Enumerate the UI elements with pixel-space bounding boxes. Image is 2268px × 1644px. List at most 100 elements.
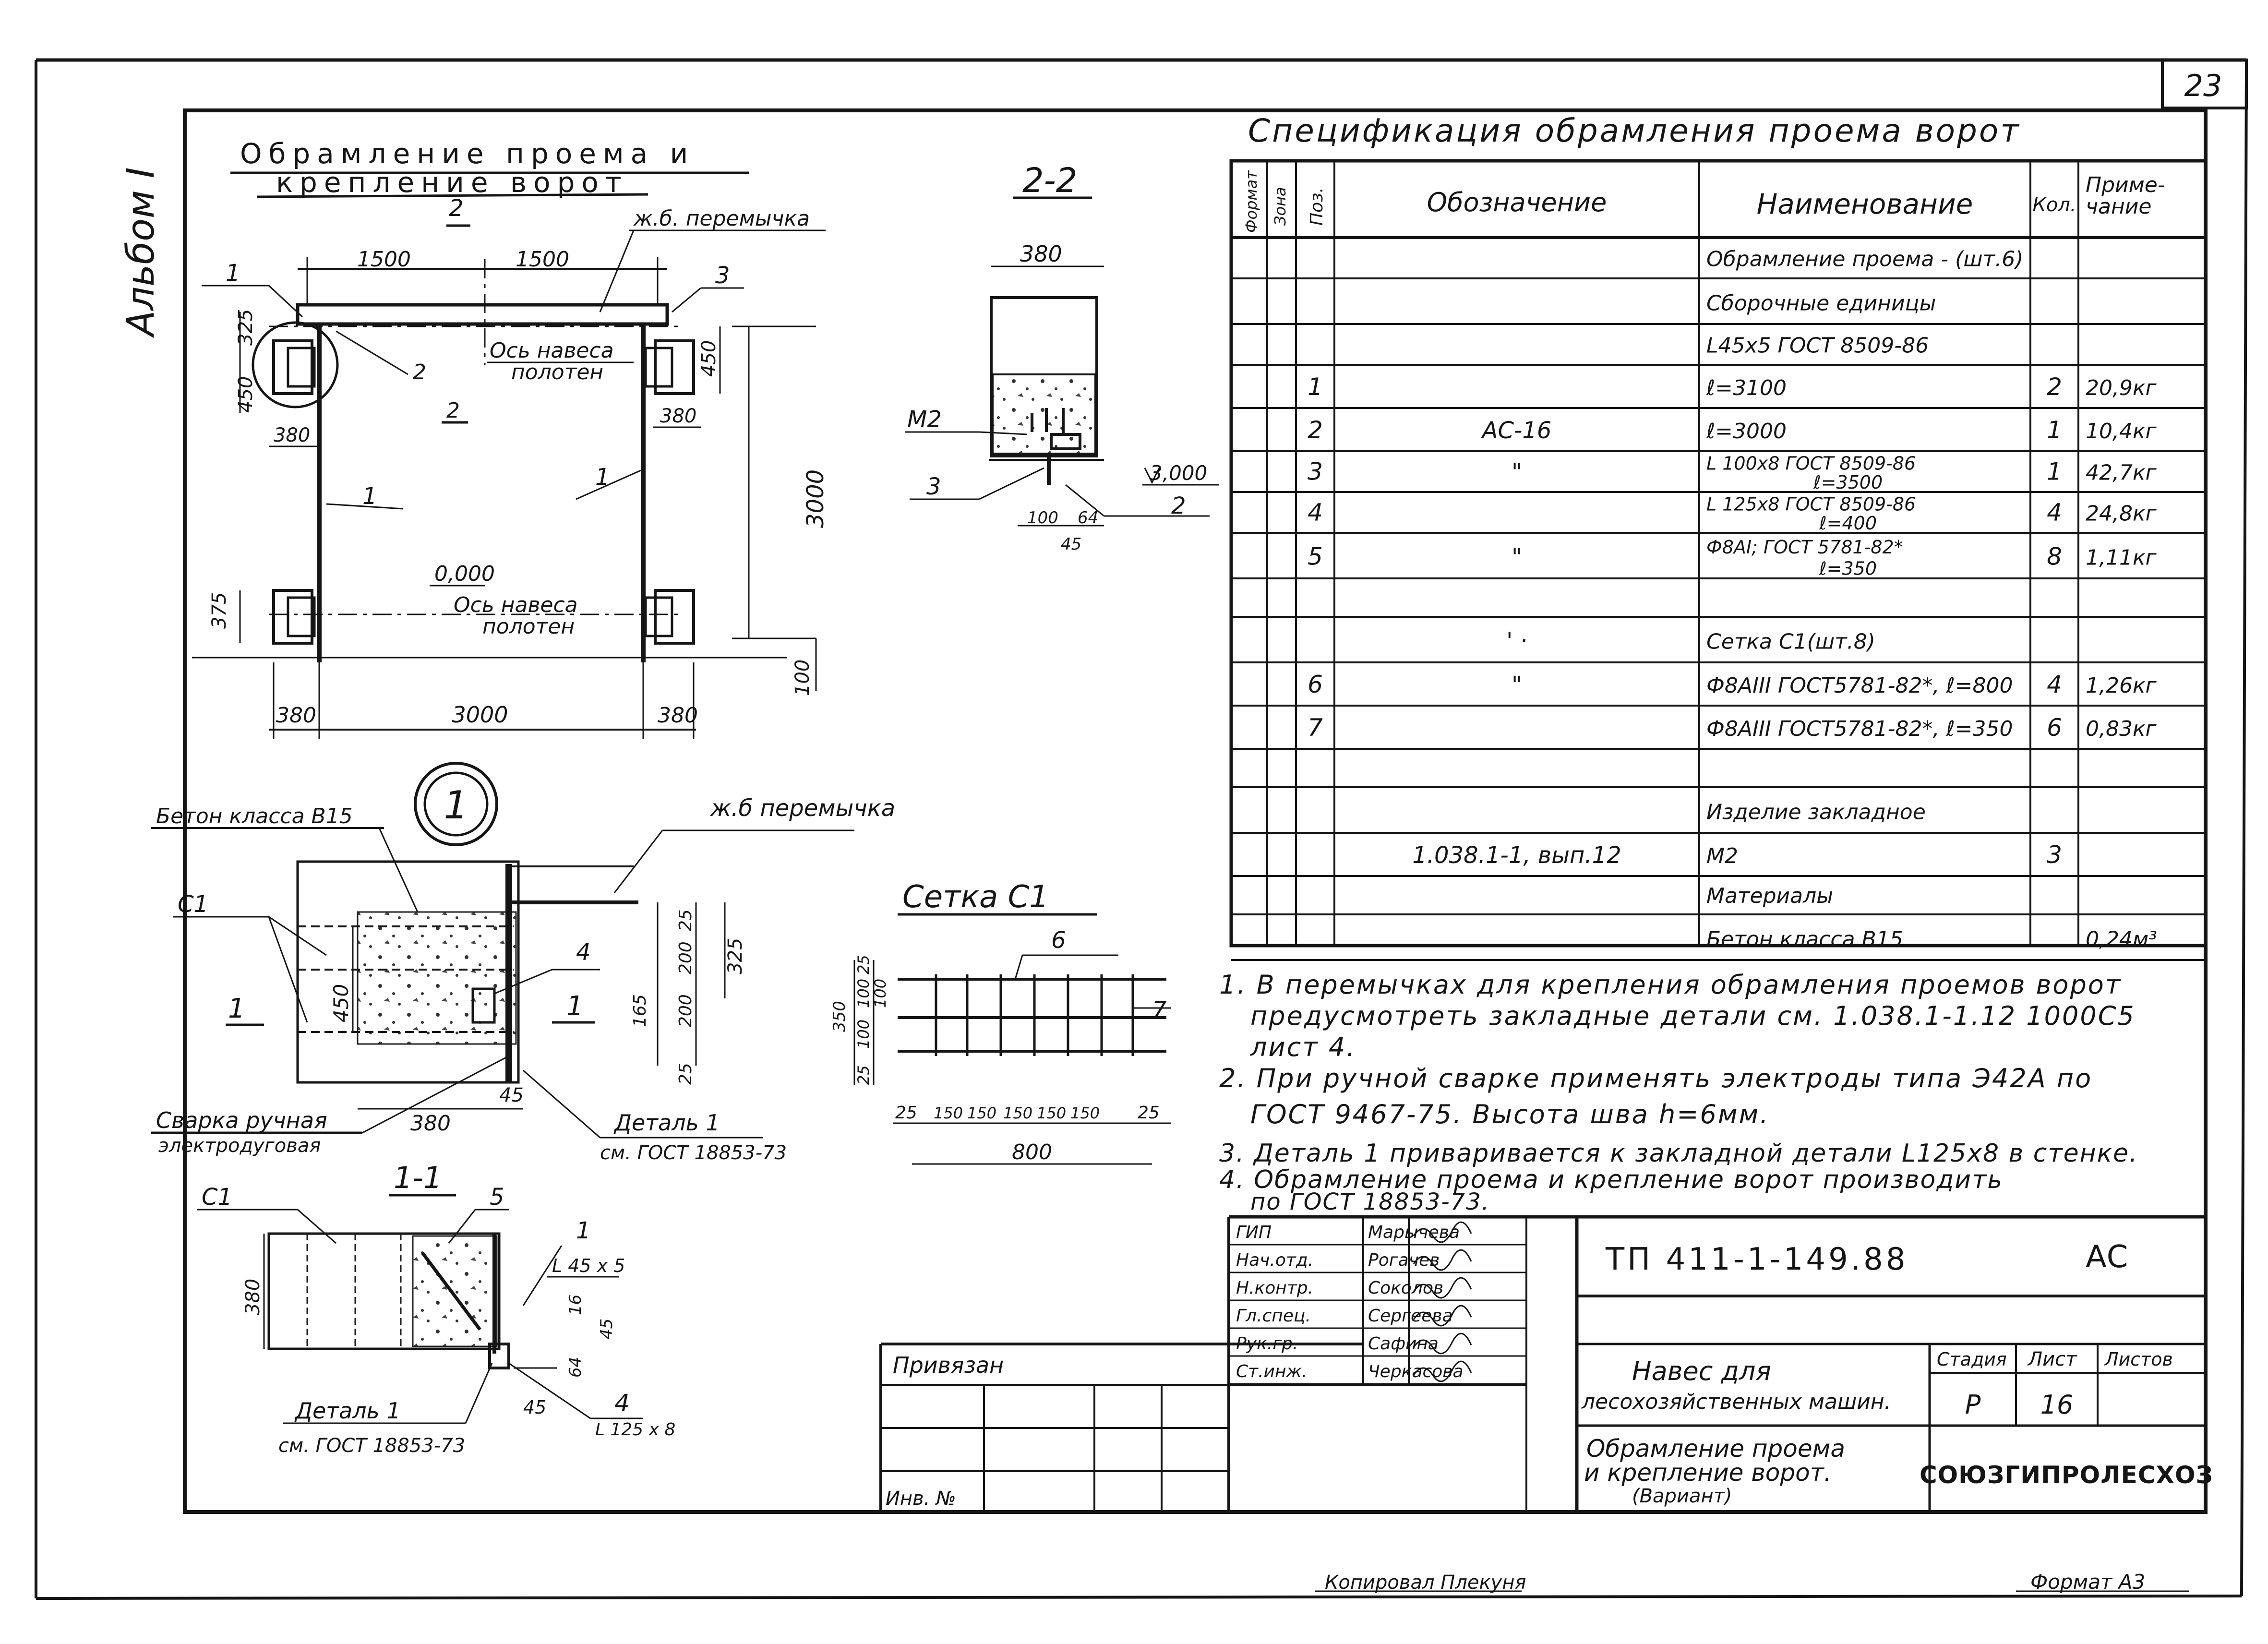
section-1-1-title: 1-1 bbox=[394, 1160, 442, 1195]
spec-row-pos: 6 bbox=[1308, 671, 1323, 698]
dim-3000-height: 3000 bbox=[802, 469, 829, 528]
note-2b: ГОСТ 9467-75. Высота шва h=6мм. bbox=[1250, 1099, 1769, 1129]
angle-125x8: L 125 x 8 bbox=[595, 1420, 675, 1440]
lintel-label: ж.б. перемычка bbox=[633, 206, 810, 231]
pos-4-section: 4 bbox=[614, 1389, 630, 1417]
dim-100: 100 bbox=[792, 660, 814, 696]
spec-row-name: ℓ=3100 bbox=[1706, 376, 1787, 400]
dim-200-bottom: 200 bbox=[676, 994, 696, 1027]
mesh-dim-350: 350 bbox=[830, 1001, 849, 1032]
stamp-person-name: Соколов bbox=[1368, 1278, 1443, 1298]
stage-value: Р bbox=[1965, 1390, 1981, 1420]
dim-45-section: 45 bbox=[1061, 535, 1081, 554]
stamp-role: Нач.отд. bbox=[1236, 1250, 1313, 1270]
stage-header: Стадия bbox=[1937, 1349, 2007, 1370]
axis-label-bottom: Ось навеса bbox=[454, 593, 578, 617]
spec-row-pos: 7 bbox=[1308, 714, 1323, 742]
stamp-person-name: Сафина bbox=[1368, 1334, 1439, 1354]
spec-row-qty: 4 bbox=[2047, 671, 2062, 698]
dim-380-detail: 380 bbox=[410, 1111, 451, 1136]
spec-row-des: АС-16 bbox=[1481, 417, 1552, 444]
spec-row-name-2: ℓ=350 bbox=[1819, 558, 1877, 579]
mesh-dim-25-bottom: 25 bbox=[854, 1065, 873, 1085]
dim-64-section: 64 bbox=[1078, 508, 1098, 528]
detail-1-mark: 1 bbox=[444, 783, 468, 828]
spec-header-zone: Зона bbox=[1271, 187, 1289, 226]
spec-row-des: ' · bbox=[1506, 628, 1527, 655]
mesh-dim-800: 800 bbox=[1012, 1140, 1052, 1164]
format-label: Формат А3 bbox=[2030, 1570, 2145, 1594]
pos-1-right: 1 bbox=[595, 464, 610, 491]
sheet-value: 16 bbox=[2040, 1390, 2074, 1420]
spec-row-name: Материалы bbox=[1706, 884, 1833, 908]
section-1-1: 1-1 С1 5 1 L 45 x 5 380 16 45 64 45 Дета… bbox=[197, 1160, 675, 1457]
cut-mark-left: 1 bbox=[228, 993, 245, 1024]
pos-1-section: 1 bbox=[576, 1217, 591, 1244]
level-zero-label: 0,000 bbox=[434, 562, 495, 586]
note-1c: лист 4. bbox=[1250, 1032, 1356, 1062]
spec-row-qty: 6 bbox=[2047, 714, 2062, 742]
mesh-dim-150-5: 150 bbox=[1070, 1104, 1100, 1122]
sheet-title-2: и крепление ворот. bbox=[1584, 1459, 1832, 1487]
dim-380-bottom-right: 380 bbox=[658, 703, 698, 728]
spec-row-name: Изделие закладное bbox=[1706, 800, 1926, 825]
signature-icon bbox=[1413, 1221, 1472, 1243]
pos-3-section: 3 bbox=[926, 473, 941, 500]
project-code: ТП 411-1-149.88 bbox=[1605, 1242, 1908, 1277]
mesh-dim-100-a: 100 bbox=[854, 979, 873, 1008]
mesh-pos-6: 6 bbox=[1051, 927, 1066, 954]
dim-16: 16 bbox=[566, 1295, 585, 1315]
stamp-role: Рук.гр. bbox=[1236, 1334, 1298, 1354]
dim-45-section-b: 45 bbox=[597, 1319, 616, 1339]
note-3: 3. Деталь 1 приваривается к закладной де… bbox=[1219, 1139, 2138, 1168]
spec-row-name: М2 bbox=[1706, 844, 1738, 868]
spec-row-pos: 4 bbox=[1308, 499, 1323, 527]
inv-label: Инв. № bbox=[886, 1488, 956, 1510]
pos-3-top: 3 bbox=[715, 262, 730, 289]
mesh-dim-150-3: 150 bbox=[1003, 1104, 1032, 1122]
spec-row-name: L45x5 ГОСТ 8509-86 bbox=[1706, 334, 1929, 358]
spec-row-name: Сборочные единицы bbox=[1706, 291, 1936, 316]
pos-2-section: 2 bbox=[1171, 492, 1186, 519]
mesh-dim-25-top: 25 bbox=[854, 955, 873, 974]
spec-rows: Обрамление проема - (шт.6)Сборочные един… bbox=[1231, 247, 2206, 961]
dim-200-top: 200 bbox=[676, 941, 696, 974]
pos-5: 5 bbox=[490, 1184, 504, 1211]
weld-label-2: электродуговая bbox=[158, 1135, 321, 1157]
spec-row-note: 0,24м³ bbox=[2086, 927, 2157, 952]
album-label: Альбом I bbox=[120, 167, 163, 338]
spec-row-name: Ф8АI; ГОСТ 5781-82* bbox=[1706, 537, 1903, 558]
spec-header-note-2: чание bbox=[2086, 194, 2151, 219]
spec-header-format: Формат bbox=[1242, 170, 1260, 233]
section-2-2-title: 2-2 bbox=[1022, 161, 1077, 200]
dim-450-left: 450 bbox=[235, 376, 257, 413]
note-4b: по ГОСТ 18853-73. bbox=[1250, 1188, 1490, 1215]
elevation-view: 1500 1500 2 ж.б. перемычка 1 3 325 450 4… bbox=[192, 195, 829, 739]
spec-row-note: 24,8кг bbox=[2086, 502, 2157, 526]
dim-45-detail: 45 bbox=[499, 1084, 524, 1106]
section-2-2-width: 380 bbox=[1020, 241, 1062, 267]
spec-row-name: Бетон класса В15 bbox=[1706, 927, 1903, 952]
note-1b: предусмотреть закладные детали см. 1.038… bbox=[1250, 1001, 2136, 1031]
bound-label: Привязан bbox=[893, 1352, 1004, 1378]
spec-row-name: Ф8АIII ГОСТ5781-82*, ℓ=800 bbox=[1706, 673, 2013, 698]
spec-header-designation: Обозначение bbox=[1427, 187, 1607, 217]
signature-icon bbox=[1413, 1305, 1472, 1327]
spec-row-pos: 5 bbox=[1308, 543, 1323, 571]
spec-row-name-2: ℓ=400 bbox=[1819, 513, 1877, 534]
detail-1: 1 Бетон класса В15 ж.б перемычка ж.б пер… bbox=[151, 762, 895, 1164]
main-title: Обрамление проема и крепление ворот bbox=[230, 137, 749, 199]
dim-3000-bottom: 3000 bbox=[452, 702, 508, 728]
spec-row-name-2: ℓ=3500 bbox=[1813, 472, 1883, 493]
spec-row-name: Ф8АIII ГОСТ5781-82*, ℓ=350 bbox=[1706, 717, 2013, 741]
mesh-title: Сетка С1 bbox=[902, 879, 1049, 915]
spec-header-name: Наименование bbox=[1757, 188, 1973, 220]
sheet-title: Обрамление проема bbox=[1586, 1435, 1845, 1463]
pos-1-top: 1 bbox=[226, 260, 240, 287]
spec-row-des: 1.038.1-1, вып.12 bbox=[1412, 842, 1621, 869]
spec-row-note: 0,83кг bbox=[2086, 717, 2157, 741]
dim-64-section-b: 64 bbox=[566, 1357, 585, 1378]
sheets-header: Листов bbox=[2104, 1349, 2173, 1370]
spec-row-name: L 100x8 ГОСТ 8509-86 bbox=[1706, 453, 1916, 474]
